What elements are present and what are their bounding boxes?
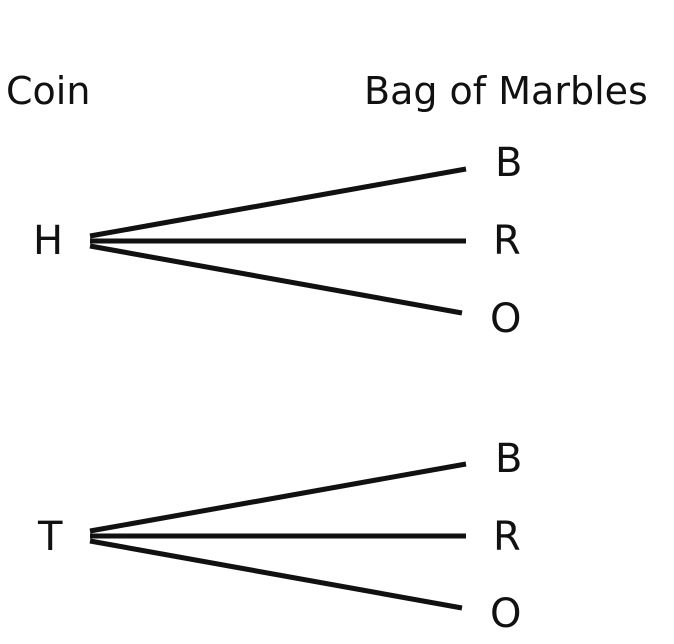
heads-branch-group: H B R O [33, 140, 522, 342]
marble-outcome-tails-r: R [493, 514, 521, 560]
branch-line-heads-b [89, 166, 467, 239]
coin-header: Coin [6, 69, 90, 113]
bag-of-marbles-header: Bag of Marbles [364, 69, 648, 113]
marble-outcome-tails-b: B [495, 436, 522, 482]
marble-outcome-tails-o: O [490, 591, 521, 637]
coin-outcome-tails: T [37, 514, 63, 560]
marble-outcome-heads-o: O [490, 296, 521, 342]
branch-line-tails-b [89, 461, 467, 534]
marble-outcome-heads-b: B [495, 140, 522, 186]
marble-outcome-heads-r: R [493, 218, 521, 264]
branch-line-tails-o [89, 538, 463, 611]
coin-outcome-heads: H [33, 218, 63, 264]
tails-branch-group: T B R O [37, 436, 522, 637]
branch-line-heads-o [89, 243, 463, 316]
